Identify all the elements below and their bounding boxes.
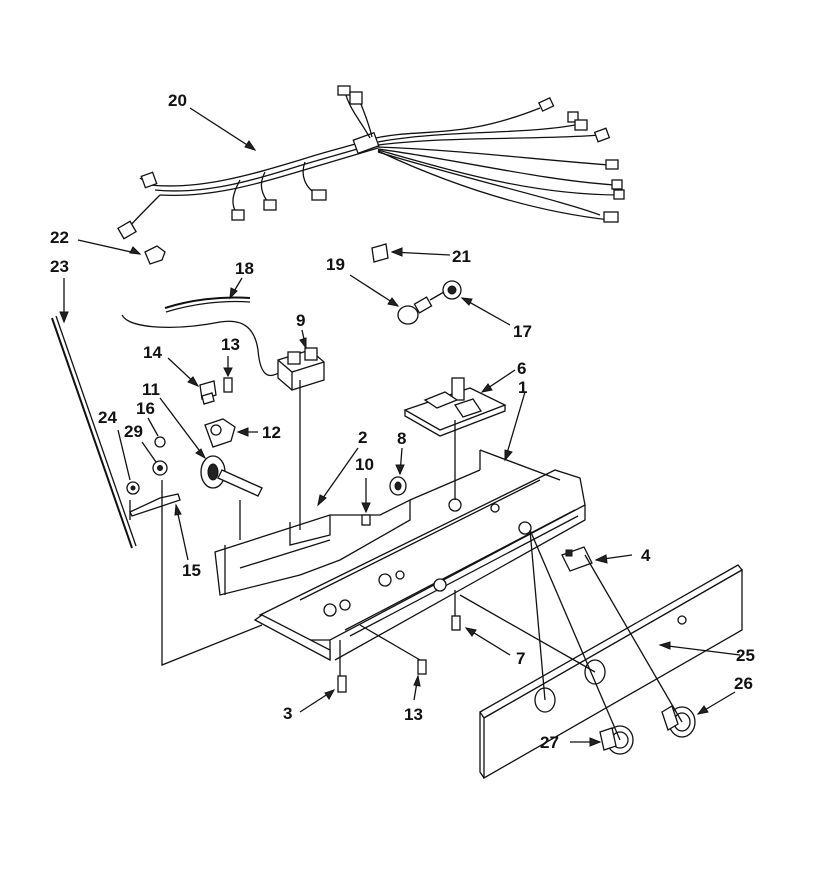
- part-29-nut: [141, 441, 168, 476]
- label-10: 10: [355, 455, 374, 474]
- label-24: 24: [98, 408, 117, 427]
- part-22-clip: [77, 239, 166, 265]
- part-9-relay: [121, 314, 325, 391]
- part-18-tube: [164, 277, 251, 313]
- part-12-bracket: [204, 418, 258, 448]
- label-14: 14: [143, 343, 162, 362]
- label-11: 11: [142, 380, 160, 399]
- label-8: 8: [397, 429, 406, 448]
- label-3: 3: [283, 704, 292, 723]
- part-19-bulb: [349, 274, 433, 325]
- label-23: 23: [50, 257, 69, 276]
- part-3-screw: [299, 675, 347, 713]
- part-23-rod: [51, 278, 137, 549]
- label-22: 22: [50, 228, 69, 247]
- label-20: 20: [168, 91, 187, 110]
- label-6: 6: [517, 359, 526, 378]
- label-19: 19: [326, 255, 345, 274]
- label-4: 4: [641, 546, 651, 565]
- label-17: 17: [513, 322, 532, 341]
- label-1: 1: [518, 378, 527, 397]
- part-7-screw: [451, 615, 511, 656]
- part-17-socket: [429, 280, 511, 326]
- part-13-screw-bottom: [413, 659, 427, 701]
- label-18: 18: [235, 259, 254, 278]
- label-21: 21: [452, 247, 471, 266]
- part-6-control-board: [403, 369, 516, 437]
- label-13-top: 13: [221, 335, 240, 354]
- part-16-screw: [147, 417, 166, 448]
- label-27: 27: [540, 733, 559, 752]
- part-2-bracket: [214, 447, 411, 596]
- label-26: 26: [734, 674, 753, 693]
- label-16: 16: [136, 399, 155, 418]
- part-14-switch: [167, 357, 217, 405]
- label-29: 29: [124, 422, 143, 441]
- part-4-switch: [561, 546, 633, 572]
- part-27-knob: [570, 725, 634, 755]
- label-2: 2: [358, 428, 367, 447]
- part-21-clip: [371, 243, 451, 263]
- label-25: 25: [736, 646, 755, 665]
- part-13-screw-top: [223, 356, 233, 393]
- part-11-thermostat: [159, 397, 263, 497]
- part-26-knob: [661, 691, 736, 738]
- wire-harness: [117, 85, 625, 240]
- part-25-panel: [479, 564, 743, 780]
- label-7: 7: [516, 649, 525, 668]
- part-1-control-housing: [253, 391, 586, 662]
- part-8-grommet: [389, 447, 407, 496]
- label-13-bottom: 13: [404, 705, 423, 724]
- part-15-clip: [129, 493, 189, 561]
- part-10-screw: [361, 478, 371, 526]
- label-15: 15: [182, 561, 201, 580]
- alignment-lines: [129, 380, 683, 741]
- part-24-washer: [117, 429, 140, 495]
- part-labels: 20 22 23 18 19 21 17 9 14 13 11 16 12 24…: [50, 91, 755, 752]
- label-12: 12: [262, 423, 281, 442]
- label-9: 9: [296, 311, 305, 330]
